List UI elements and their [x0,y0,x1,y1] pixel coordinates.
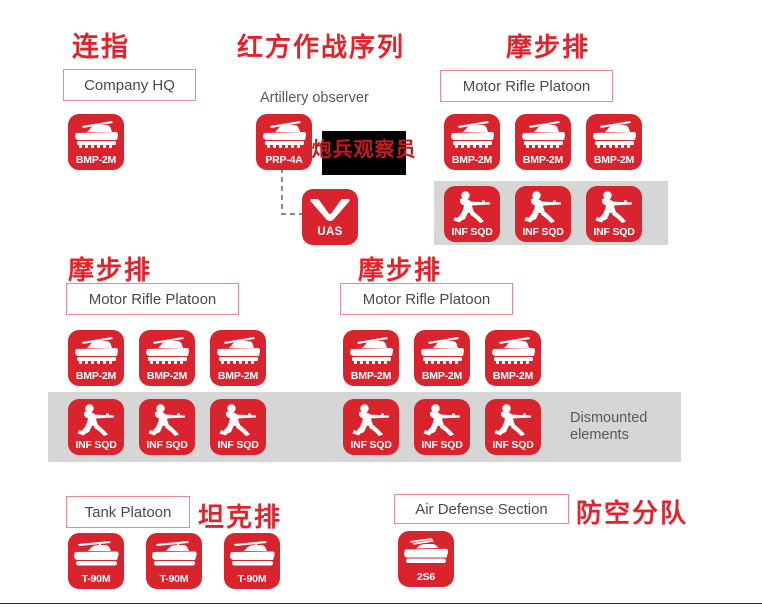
ifv-icon [414,333,470,369]
heading-cn-air-defense: 防空分队 [576,499,689,529]
infantry-icon [210,402,266,438]
ifv-icon [444,117,500,153]
tank-icon [146,536,202,572]
heading-cn-tank-platoon: 坦克排 [198,503,283,533]
drone-icon [302,195,358,227]
unit-tile-t-tank-2[interactable]: T-90M [146,533,202,589]
unit-tile-m-inf-3[interactable]: INF SQD [485,399,541,455]
ifv-icon [256,117,312,153]
unit-tile-l-inf-2[interactable]: INF SQD [139,399,195,455]
label-box-platoon-mid[interactable]: Motor Rifle Platoon [340,283,513,315]
unit-label: BMP-2M [593,154,635,166]
infantry-icon [485,402,541,438]
ifv-icon [586,117,642,153]
unit-label: PRP-4A [265,154,303,166]
unit-label: INF SQD [146,439,188,451]
unit-tile-m-inf-1[interactable]: INF SQD [343,399,399,455]
heading-cn-platoon-mid: 摩步排 [358,256,443,286]
unit-tile-t-tank-1[interactable]: T-90M [68,533,124,589]
unit-tile-r-bmp-2[interactable]: BMP-2M [515,114,571,170]
ifv-icon [343,333,399,369]
infantry-icon [68,402,124,438]
ifv-icon [515,117,571,153]
artillery-observer-cn-text: 炮兵观察员 [311,137,417,161]
tank-icon [224,536,280,572]
unit-tile-l-inf-3[interactable]: INF SQD [210,399,266,455]
ifv-icon [210,333,266,369]
infantry-icon [444,189,500,225]
unit-label: BMP-2M [350,370,392,382]
label-box-company-hq[interactable]: Company HQ [63,69,196,101]
unit-label: INF SQD [75,439,117,451]
unit-label: UAS [317,226,343,238]
unit-label: INF SQD [492,439,534,451]
unit-label: BMP-2M [217,370,259,382]
unit-label: BMP-2M [421,370,463,382]
unit-label: INF SQD [451,226,493,238]
ifv-icon [485,333,541,369]
unit-label: BMP-2M [75,370,117,382]
unit-label: T-90M [237,573,267,585]
unit-label: BMP-2M [75,154,117,166]
unit-label: INF SQD [593,226,635,238]
unit-label: INF SQD [217,439,259,451]
infantry-icon [515,189,571,225]
unit-tile-r-bmp-1[interactable]: BMP-2M [444,114,500,170]
unit-label: BMP-2M [451,154,493,166]
unit-tile-m-inf-2[interactable]: INF SQD [414,399,470,455]
caption-artillery-observer: Artillery observer [260,90,369,106]
label-box-air-defense[interactable]: Air Defense Section [394,494,569,524]
heading-cn-platoon-right: 摩步排 [506,33,591,63]
unit-tile-m-bmp-2[interactable]: BMP-2M [414,330,470,386]
unit-tile-r-bmp-3[interactable]: BMP-2M [586,114,642,170]
dismounted-caption-line: elements [570,427,629,443]
unit-label: INF SQD [421,439,463,451]
unit-label: BMP-2M [492,370,534,382]
unit-tile-l-inf-1[interactable]: INF SQD [68,399,124,455]
unit-tile-m-bmp-1[interactable]: BMP-2M [343,330,399,386]
label-box-platoon-right[interactable]: Motor Rifle Platoon [440,70,613,102]
dismounted-caption-line: Dismounted [570,410,648,426]
unit-tile-r-inf-2[interactable]: INF SQD [515,186,571,242]
heading-cn-company-hq: 连指 [72,32,130,63]
unit-tile-l-bmp-1[interactable]: BMP-2M [68,330,124,386]
tank-icon [68,536,124,572]
unit-tile-l-bmp-3[interactable]: BMP-2M [210,330,266,386]
unit-tile-hq-bmp[interactable]: BMP-2M [68,114,124,170]
artillery-observer-cn-overlay: 炮兵观察员 [312,131,416,175]
unit-label: BMP-2M [522,154,564,166]
heading-cn-platoon-left: 摩步排 [68,256,153,286]
unit-tile-m-bmp-3[interactable]: BMP-2M [485,330,541,386]
infantry-icon [343,402,399,438]
unit-label: 2S6 [416,571,436,583]
unit-tile-t-tank-3[interactable]: T-90M [224,533,280,589]
bottom-divider [0,603,762,604]
unit-label: BMP-2M [146,370,188,382]
label-box-tank-platoon[interactable]: Tank Platoon [66,496,190,528]
unit-tile-r-inf-3[interactable]: INF SQD [586,186,642,242]
unit-tile-obs-prp[interactable]: PRP-4A [256,114,312,170]
label-box-platoon-left[interactable]: Motor Rifle Platoon [66,283,239,315]
connector-prp4a-to-uas [281,168,310,215]
ifv-icon [139,333,195,369]
unit-tile-ad-2s6[interactable]: 2S6 [398,531,454,587]
unit-tile-l-bmp-2[interactable]: BMP-2M [139,330,195,386]
unit-tile-obs-uas[interactable]: UAS [302,189,358,245]
infantry-icon [139,402,195,438]
spaag-icon [398,534,454,570]
unit-label: T-90M [81,573,111,585]
ifv-icon [68,333,124,369]
heading-cn-main-title: 红方作战序列 [237,33,406,63]
infantry-icon [414,402,470,438]
infantry-icon [586,189,642,225]
unit-tile-r-inf-1[interactable]: INF SQD [444,186,500,242]
unit-label: INF SQD [522,226,564,238]
unit-label: INF SQD [350,439,392,451]
unit-label: T-90M [159,573,189,585]
ifv-icon [68,117,124,153]
